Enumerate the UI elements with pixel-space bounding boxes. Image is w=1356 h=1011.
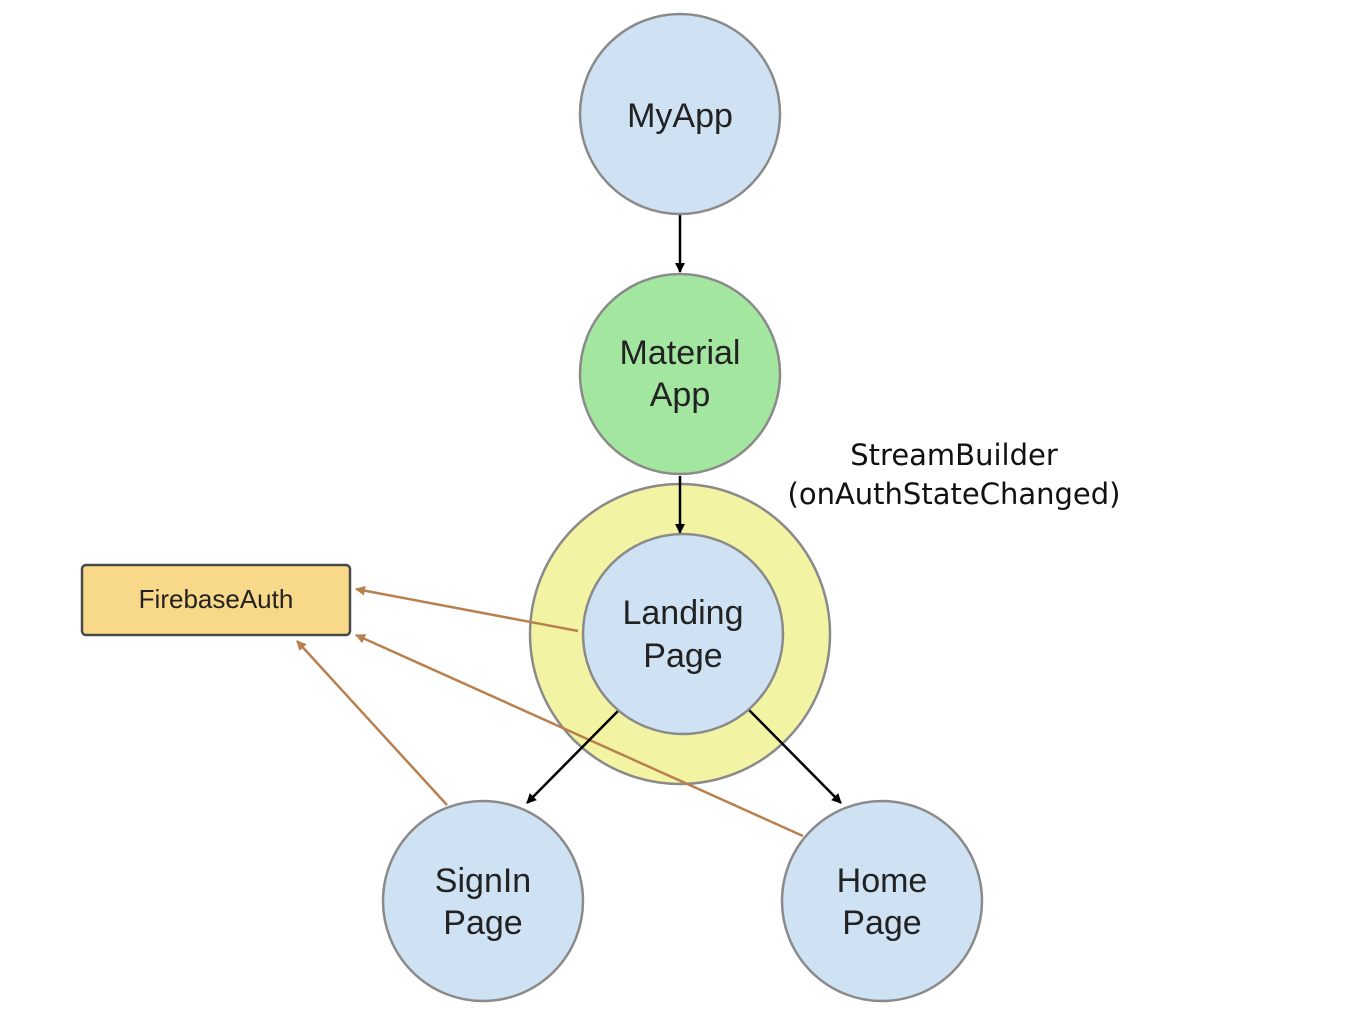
firebase-auth-edges xyxy=(296,585,804,838)
node-signin-page-circle xyxy=(381,799,585,1003)
node-myapp-circle xyxy=(578,12,782,216)
node-material-app-circle xyxy=(578,272,782,476)
node-material-app: Material App xyxy=(578,272,782,476)
edge-signin-to-firebaseauth xyxy=(296,640,448,806)
node-signin-page: SignIn Page xyxy=(381,799,585,1003)
edge-home-to-firebaseauth xyxy=(355,633,804,838)
node-signin-page-label-line1: SignIn xyxy=(435,862,531,900)
node-myapp-label: MyApp xyxy=(627,97,733,135)
node-landing-page: Landing Page xyxy=(581,532,785,736)
edge-landing-to-home xyxy=(748,709,842,804)
firebase-auth-label: FirebaseAuth xyxy=(139,584,294,614)
widget-tree-edges xyxy=(526,215,842,804)
node-home-page-circle xyxy=(780,799,984,1003)
firebase-auth-rect xyxy=(80,563,352,637)
firebase-auth-box: FirebaseAuth xyxy=(80,563,352,637)
streambuilder-note: StreamBuilder (onAuthStateChanged) xyxy=(788,438,1121,511)
node-material-app-label-line1: Material xyxy=(620,334,741,372)
node-myapp: MyApp xyxy=(578,12,782,216)
edge-landing-to-firebaseauth xyxy=(355,585,579,633)
edge-landing-to-signin xyxy=(526,709,620,804)
node-material-app-label-line2: App xyxy=(650,376,711,414)
streambuilder-note-line2: (onAuthStateChanged) xyxy=(788,477,1121,511)
node-signin-page-label-line2: Page xyxy=(443,904,522,942)
node-landing-page-circle xyxy=(581,532,785,736)
node-home-page-label-line2: Page xyxy=(842,904,921,942)
node-landing-page-label-line2: Page xyxy=(643,637,722,675)
streambuilder-note-line1: StreamBuilder xyxy=(850,438,1058,472)
node-home-page-label-line1: Home xyxy=(837,862,928,900)
node-home-page: Home Page xyxy=(780,799,984,1003)
node-landing-page-label-line1: Landing xyxy=(622,594,743,632)
